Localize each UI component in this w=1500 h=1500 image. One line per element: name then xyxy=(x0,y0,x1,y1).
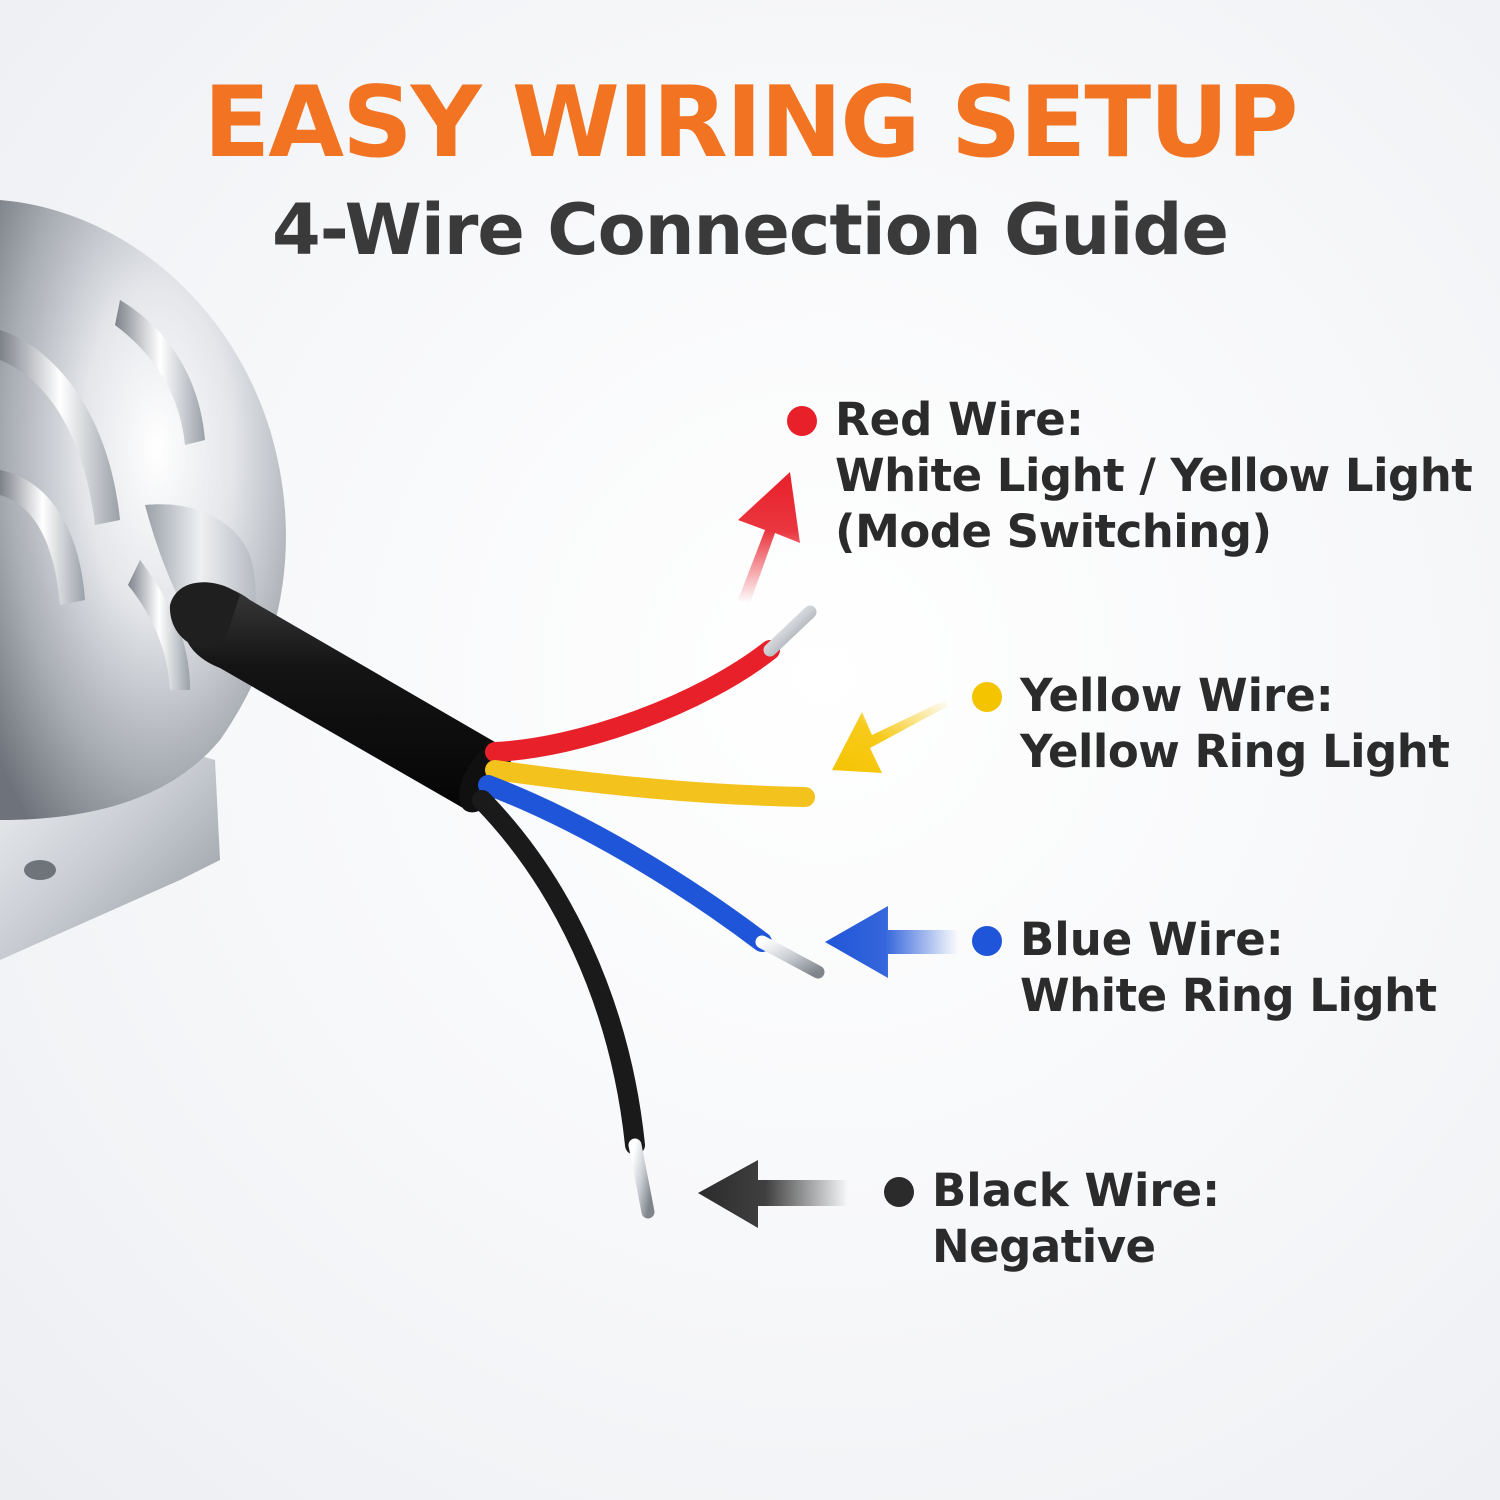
red-wire xyxy=(485,605,817,762)
red-wire-desc-2: (Mode Switching) xyxy=(835,505,1272,558)
yellow-wire-label: Yellow Wire: Yellow Ring Light xyxy=(972,668,1450,780)
blue-arrow-icon xyxy=(825,906,958,978)
chrome-lamp-housing-icon xyxy=(0,200,286,960)
black-wire-desc-1: Negative xyxy=(932,1220,1156,1273)
page-title: EASY WIRING SETUP xyxy=(203,66,1298,180)
yellow-arrow-icon xyxy=(832,700,948,773)
red-wire-desc-1: White Light / Yellow Light xyxy=(835,449,1473,502)
black-wire xyxy=(472,790,655,1219)
yellow-wire xyxy=(485,760,869,807)
yellow-wire-desc-1: Yellow Ring Light xyxy=(1020,725,1450,778)
red-dot-icon xyxy=(787,406,817,436)
blue-wire-label: Blue Wire: White Ring Light xyxy=(972,912,1437,1024)
blue-wire xyxy=(478,775,825,979)
black-wire-label: Black Wire: Negative xyxy=(884,1163,1221,1275)
yellow-dot-icon xyxy=(972,682,1002,712)
blue-dot-icon xyxy=(972,926,1002,956)
red-arrow-icon xyxy=(738,472,800,603)
yellow-wire-title: Yellow Wire: xyxy=(1020,669,1334,722)
black-wire-title: Black Wire: xyxy=(932,1164,1221,1217)
blue-wire-desc-1: White Ring Light xyxy=(1020,969,1437,1022)
black-arrow-icon xyxy=(698,1160,848,1228)
red-wire-title: Red Wire: xyxy=(835,393,1084,446)
page-subtitle: 4-Wire Connection Guide xyxy=(272,189,1229,271)
blue-wire-title: Blue Wire: xyxy=(1020,913,1284,966)
red-wire-label: Red Wire: White Light / Yellow Light (Mo… xyxy=(787,392,1473,560)
black-dot-icon xyxy=(884,1177,914,1207)
